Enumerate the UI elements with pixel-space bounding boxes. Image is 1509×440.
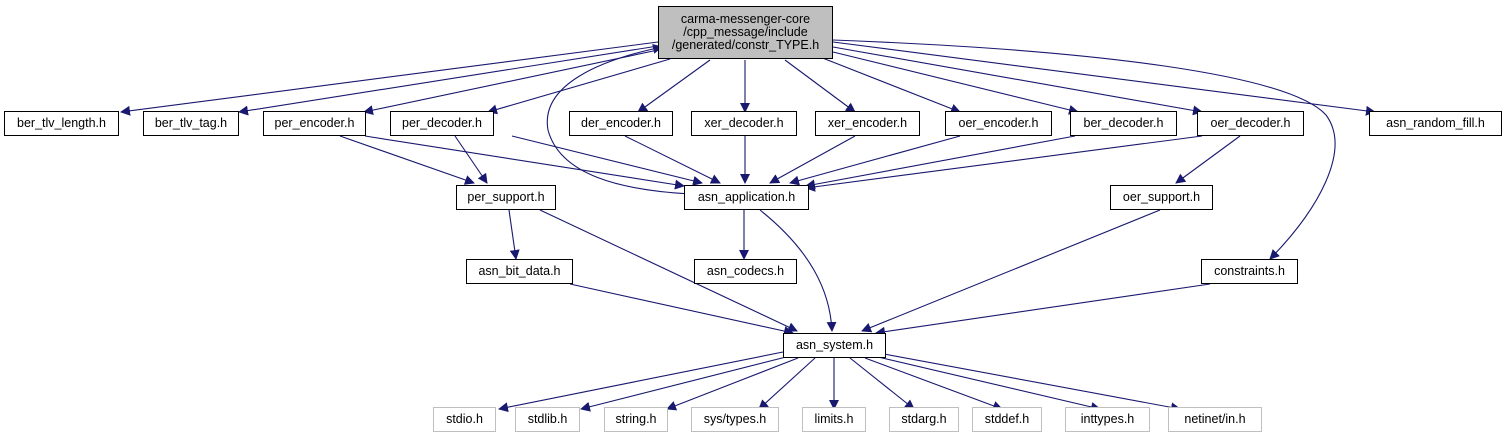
edge-der-encoder-asn-application <box>624 135 721 184</box>
node-stdlib-h: stdlib.h <box>515 407 580 432</box>
node-limits-h: limits.h <box>802 407 866 432</box>
edge-root-xer-encoder <box>784 59 856 113</box>
node-per-encoder[interactable]: per_encoder.h <box>263 111 366 136</box>
edge-root-asn-random-fill <box>832 41 1376 116</box>
node-xer-decoder[interactable]: xer_decoder.h <box>691 111 797 136</box>
node-ber-decoder[interactable]: ber_decoder.h <box>1070 111 1177 136</box>
edge-root-constraints <box>832 39 1336 260</box>
edge-ber-decoder-asn-application <box>805 135 1076 190</box>
node-asn-codecs[interactable]: asn_codecs.h <box>694 259 797 284</box>
edge-oer-support-asn-system <box>861 209 1161 333</box>
node-oer-encoder[interactable]: oer_encoder.h <box>945 111 1052 136</box>
edge-per-decoder-per-support <box>454 135 488 184</box>
node-xer-encoder[interactable]: xer_encoder.h <box>815 111 920 136</box>
edge-per-encoder-per-support <box>339 135 475 185</box>
node-ber-tlv-length[interactable]: ber_tlv_length.h <box>4 111 119 136</box>
root-node-constr-type-h[interactable]: carma-messenger-core /cpp_message/includ… <box>658 6 833 59</box>
edge-root-per-encoder <box>363 49 659 116</box>
node-oer-support[interactable]: oer_support.h <box>1110 185 1213 210</box>
edge-asn-application-asn-system <box>759 209 837 332</box>
edge-asn-system-netinet-in <box>883 353 1181 413</box>
root-label-line-1: carma-messenger-core <box>680 12 811 26</box>
node-per-support[interactable]: per_support.h <box>456 185 556 210</box>
node-der-encoder[interactable]: der_encoder.h <box>569 111 673 136</box>
edge-asn-system-stddef <box>864 357 1003 411</box>
edge-asn-system-stdlib <box>580 355 791 412</box>
edge-asn-system-string <box>666 357 799 411</box>
edge-per-support-asn-system <box>539 209 798 332</box>
edge-per-decoder-asn-application <box>511 135 703 186</box>
edge-asn-application-root <box>546 43 691 195</box>
edge-root-der-encoder <box>637 59 711 113</box>
edge-asn-system-stdarg <box>849 357 915 410</box>
node-stdarg-h: stdarg.h <box>889 407 959 432</box>
edge-asn-system-sys-types <box>758 357 816 410</box>
edge-root-oer-decoder <box>832 46 1203 116</box>
edge-oer-decoder-asn-application <box>805 135 1203 192</box>
edge-xer-encoder-asn-application <box>769 135 856 184</box>
node-stdio-h: stdio.h <box>433 407 496 432</box>
node-asn-bit-data[interactable]: asn_bit_data.h <box>466 259 573 284</box>
node-inttypes-h: inttypes.h <box>1065 407 1150 432</box>
edge-root-ber-decoder <box>832 51 1079 115</box>
node-oer-decoder[interactable]: oer_decoder.h <box>1197 111 1304 136</box>
edge-root-per-decoder <box>487 58 671 115</box>
node-ber-tlv-tag[interactable]: ber_tlv_tag.h <box>143 111 239 136</box>
edge-root-oer-encoder <box>819 56 961 114</box>
node-asn-system[interactable]: asn_system.h <box>783 333 886 358</box>
node-sys-types-h: sys/types.h <box>691 407 779 432</box>
edge-root-ber-tlv-length <box>120 41 659 116</box>
edge-constraints-asn-system <box>875 283 1211 337</box>
node-per-decoder[interactable]: per_decoder.h <box>390 111 494 136</box>
edge-asn-bit-data-asn-system <box>569 283 794 336</box>
node-asn-random-fill[interactable]: asn_random_fill.h <box>1369 111 1502 136</box>
root-label-line-3: /generated/constr_TYPE.h <box>671 38 820 52</box>
node-string-h: string.h <box>604 407 668 432</box>
node-constraints[interactable]: constraints.h <box>1201 259 1298 284</box>
node-netinet-in-h: netinet/in.h <box>1168 407 1262 432</box>
edge-asn-system-inttypes <box>877 356 1101 412</box>
edge-oer-decoder-oer-support <box>1175 135 1241 184</box>
edge-oer-encoder-asn-application <box>789 135 961 186</box>
edge-per-support-asn-bit-data <box>508 209 520 260</box>
edge-per-encoder-asn-application <box>364 135 685 190</box>
edge-asn-system-stdio <box>498 351 784 413</box>
root-label-line-2: /cpp_message/include <box>683 25 808 39</box>
node-stddef-h: stddef.h <box>972 407 1042 432</box>
node-asn-application[interactable]: asn_application.h <box>684 185 809 210</box>
edge-root-ber-tlv-tag <box>238 45 659 116</box>
